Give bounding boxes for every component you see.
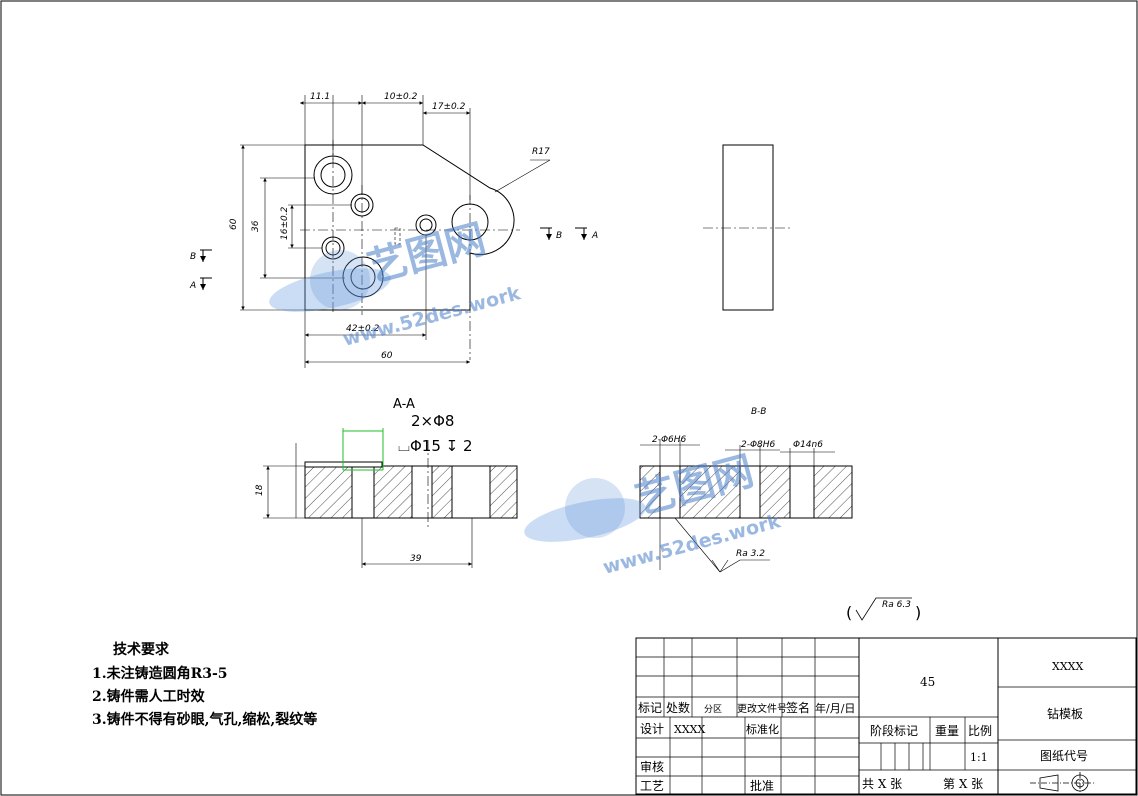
watermark-brand: 艺图网 xyxy=(363,216,491,291)
dim-11: 11.1 xyxy=(310,92,330,102)
tb-company: XXXX xyxy=(1052,660,1083,673)
tb-scale: 1:1 xyxy=(970,751,988,764)
dim-16: 16±0.2 xyxy=(280,206,290,240)
projection-symbol xyxy=(1030,772,1094,794)
bb-dim-phi14: Φ14n6 xyxy=(793,440,823,450)
callout-frame xyxy=(342,428,384,471)
tb-stage-mark: 阶段标记 xyxy=(870,723,918,738)
aa-callout-counterbore: ⌴Φ15 ↧ 2 xyxy=(398,437,473,455)
tb-sheet-number: 第 X 张 xyxy=(943,777,983,791)
tb-approve: 批准 xyxy=(750,778,774,793)
tb-part-name: 钻模板 xyxy=(1047,706,1083,721)
section-mark-b-right: B xyxy=(556,231,562,241)
title-block xyxy=(635,637,1137,795)
plate-outline xyxy=(304,144,515,311)
hole-bottom-outer xyxy=(342,256,384,298)
tech-requirement-item: 3.铸件不得有砂眼,气孔,缩松,裂纹等 xyxy=(92,711,317,728)
tb-sheets-total: 共 X 张 xyxy=(862,777,902,791)
aa-dim-18: 18 xyxy=(255,484,265,496)
tb-weight: 重量 xyxy=(935,724,959,738)
svg-text:(: ( xyxy=(846,603,852,622)
hole-bottom-inner xyxy=(350,264,376,290)
tb-col-zone: 分区 xyxy=(704,704,722,715)
dim-17: 17±0.2 xyxy=(432,102,466,112)
watermark-top: 艺图网 www.52des.work xyxy=(269,216,523,351)
dim-60-horizontal: 60 xyxy=(381,351,393,361)
section-mark-a-right: A xyxy=(591,231,598,241)
aa-dim-39: 39 xyxy=(410,554,422,564)
section-mark-b-left: B xyxy=(190,252,196,262)
tb-col-change-doc: 更改文件号 xyxy=(737,702,787,715)
tech-requirement-item: 1.未注铸造圆角R3-5 xyxy=(92,665,228,682)
general-roughness-value: Ra 6.3 xyxy=(882,600,911,610)
tb-drawing-code: 图纸代号 xyxy=(1040,749,1088,763)
section-aa xyxy=(263,428,518,568)
tech-requirements: 技术要求 1.未注铸造圆角R3-5 2.铸件需人工时效 3.铸件不得有砂眼,气孔… xyxy=(92,641,317,728)
tb-design-label: 设计 xyxy=(640,722,664,736)
bb-roughness: Ra 3.2 xyxy=(736,549,765,559)
tb-col-sign: 签名 xyxy=(786,700,810,715)
dim-36: 36 xyxy=(251,220,261,232)
tb-col-date: 年/月/日 xyxy=(815,701,855,715)
top-view xyxy=(200,95,587,368)
tech-requirements-title: 技术要求 xyxy=(113,641,170,658)
section-bb xyxy=(639,440,853,573)
section-bb-title: B-B xyxy=(751,407,766,417)
tb-col-count: 处数 xyxy=(666,700,690,715)
title-block-text: 标记 处数 分区 更改文件号 签名 年/月/日 设计 XXXX 标准化 审核 工… xyxy=(638,660,1088,793)
dim-60-vertical: 60 xyxy=(229,218,239,230)
tb-review: 审核 xyxy=(640,759,664,774)
tb-material: 45 xyxy=(920,675,935,689)
top-view-dimensions: 11.1 10±0.2 17±0.2 R17 60 36 16±0.2 42±0… xyxy=(189,92,598,361)
general-roughness-symbol: ( ) xyxy=(846,597,921,622)
section-aa-title: A-A xyxy=(393,397,415,412)
tb-scale-label: 比例 xyxy=(968,724,992,738)
tb-process: 工艺 xyxy=(640,779,664,793)
bb-dim-phi6: 2-Φ6H6 xyxy=(652,435,687,445)
bb-dim-phi8: 2-Φ8H6 xyxy=(741,440,776,450)
dim-42: 42±0.2 xyxy=(346,324,380,334)
tb-designer: XXXX xyxy=(674,723,705,736)
hole-small-2-inner xyxy=(419,218,433,232)
tb-standardize: 标准化 xyxy=(746,722,779,736)
dim-10: 10±0.2 xyxy=(384,92,418,102)
svg-text:): ) xyxy=(915,603,921,622)
dim-r17: R17 xyxy=(532,147,550,157)
aa-callout-holes: 2×Φ8 xyxy=(411,412,454,430)
tb-col-mark: 标记 xyxy=(638,701,662,715)
side-view xyxy=(703,144,790,311)
center-lines xyxy=(300,140,520,360)
section-mark-a-left: A xyxy=(189,281,196,291)
tech-requirement-item: 2.铸件需人工时效 xyxy=(92,688,206,705)
